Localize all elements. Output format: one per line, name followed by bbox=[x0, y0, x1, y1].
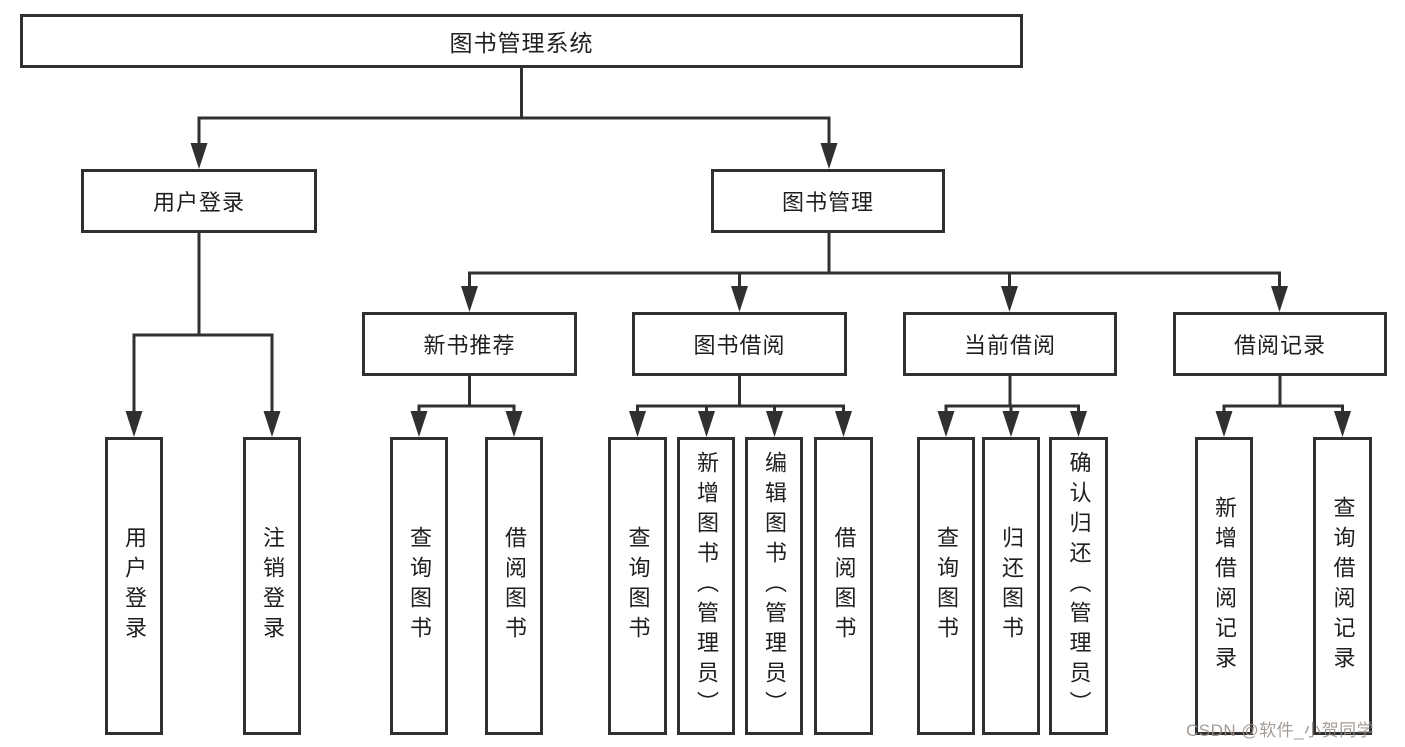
arrowhead-down-icon bbox=[1001, 286, 1018, 312]
arrowhead-down-icon bbox=[1271, 286, 1288, 312]
connector-user-login-to-leaves bbox=[132, 231, 274, 412]
arrowhead-down-icon bbox=[190, 143, 208, 169]
arrowhead-down-icon bbox=[1002, 411, 1020, 437]
connector-book-borrow-to-leaves bbox=[636, 374, 845, 412]
node-label: 借阅记录 bbox=[1233, 333, 1326, 358]
leaf-label: 编辑图书（管理员） bbox=[762, 451, 787, 721]
leaf-return-books: 归还图书 bbox=[982, 437, 1040, 735]
leaf-query-books-borrow: 查询图书 bbox=[608, 437, 667, 735]
leaf-label: 归还图书 bbox=[999, 526, 1024, 646]
leaf-borrow-books: 借阅图书 bbox=[814, 437, 873, 735]
arrowhead-down-icon bbox=[505, 411, 523, 437]
leaf-label: 查询图书 bbox=[407, 526, 432, 646]
leaf-query-books-current: 查询图书 bbox=[917, 437, 975, 735]
node-book-borrow: 图书借阅 bbox=[632, 312, 847, 376]
arrowhead-down-icon bbox=[698, 411, 715, 437]
node-library-management-system: 图书管理系统 bbox=[20, 14, 1023, 68]
leaf-label: 查询借阅记录 bbox=[1330, 496, 1356, 676]
leaf-label: 查询图书 bbox=[625, 526, 651, 646]
arrowhead-down-icon bbox=[263, 411, 281, 437]
node-label: 图书管理系统 bbox=[449, 30, 594, 56]
arrowhead-down-icon bbox=[766, 411, 783, 437]
node-book-management: 图书管理 bbox=[711, 169, 945, 233]
leaf-label: 借阅图书 bbox=[502, 526, 527, 646]
connector-current-borrow-to-leaves bbox=[944, 374, 1080, 412]
node-borrow-records: 借阅记录 bbox=[1173, 312, 1387, 376]
arrowhead-down-icon bbox=[1070, 411, 1087, 437]
leaf-query-books-recommend: 查询图书 bbox=[390, 437, 448, 735]
leaf-query-borrow-record: 查询借阅记录 bbox=[1313, 437, 1372, 735]
node-label: 图书管理 bbox=[781, 190, 874, 215]
leaf-label: 借阅图书 bbox=[831, 526, 857, 646]
leaf-label: 查询图书 bbox=[934, 526, 959, 646]
arrowhead-down-icon bbox=[731, 286, 748, 312]
connector-borrow-records-to-leaves bbox=[1222, 374, 1344, 412]
leaf-label: 新增借阅记录 bbox=[1212, 496, 1237, 676]
leaf-label: 确认归还（管理员） bbox=[1066, 451, 1092, 721]
node-label: 新书推荐 bbox=[423, 333, 516, 358]
arrowhead-down-icon bbox=[820, 143, 838, 169]
arrowhead-down-icon bbox=[410, 411, 428, 437]
node-label: 当前借阅 bbox=[963, 333, 1056, 358]
leaf-add-borrow-record: 新增借阅记录 bbox=[1195, 437, 1253, 735]
leaf-confirm-return-admin: 确认归还（管理员） bbox=[1049, 437, 1108, 735]
leaf-logout: 注销登录 bbox=[243, 437, 301, 735]
arrowhead-down-icon bbox=[125, 411, 143, 437]
connector-book-management-to-level2 bbox=[468, 231, 1281, 287]
node-label: 图书借阅 bbox=[693, 333, 786, 358]
arrowhead-down-icon bbox=[461, 286, 478, 312]
leaf-edit-book-admin: 编辑图书（管理员） bbox=[745, 437, 803, 735]
arrowhead-down-icon bbox=[835, 411, 852, 437]
connector-new-book-to-leaves bbox=[417, 374, 516, 412]
leaf-label: 新增图书（管理员） bbox=[694, 451, 719, 721]
leaf-add-book-admin: 新增图书（管理员） bbox=[677, 437, 735, 735]
node-new-book-recommend: 新书推荐 bbox=[362, 312, 577, 376]
leaf-label: 用户登录 bbox=[122, 526, 147, 646]
connector-root-to-level1 bbox=[197, 66, 831, 144]
node-label: 用户登录 bbox=[152, 190, 245, 215]
arrowhead-down-icon bbox=[629, 411, 646, 437]
arrowhead-down-icon bbox=[1334, 411, 1351, 437]
node-current-borrow: 当前借阅 bbox=[903, 312, 1117, 376]
leaf-borrow-books-recommend: 借阅图书 bbox=[485, 437, 543, 735]
leaf-label: 注销登录 bbox=[260, 526, 285, 646]
arrowhead-down-icon bbox=[1215, 411, 1233, 437]
watermark: CSDN @软件_小贺同学 bbox=[1186, 721, 1375, 740]
leaf-user-login: 用户登录 bbox=[105, 437, 163, 735]
arrowhead-down-icon bbox=[937, 411, 955, 437]
node-user-login: 用户登录 bbox=[81, 169, 317, 233]
arrowheads bbox=[125, 143, 1351, 437]
